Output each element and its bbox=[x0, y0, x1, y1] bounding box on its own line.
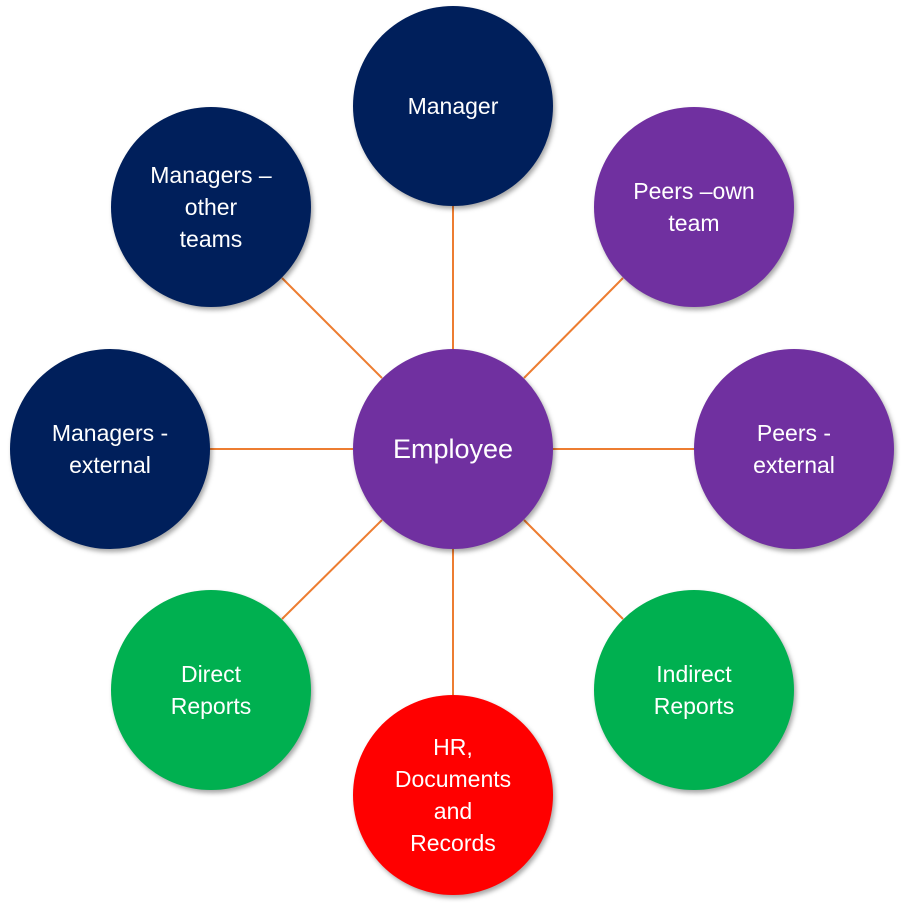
node-employee: Employee bbox=[353, 349, 553, 549]
connector-direct-reports bbox=[281, 519, 383, 620]
node-manager-label: Manager bbox=[407, 93, 499, 119]
node-peers-external-label: Peers - external bbox=[753, 420, 835, 478]
node-direct-reports-label: Direct Reports bbox=[170, 661, 252, 719]
node-direct-reports: Direct Reports bbox=[111, 590, 311, 790]
node-peers-own-team: Peers –own team bbox=[594, 107, 794, 307]
node-managers-external: Managers - external bbox=[10, 349, 210, 549]
connector-managers-other-teams bbox=[281, 277, 383, 379]
node-peers-own-team-label: Peers –own team bbox=[633, 178, 755, 236]
connector-indirect-reports bbox=[523, 519, 624, 620]
node-hr-documents-records-label: HR, Documents and Records bbox=[394, 734, 512, 856]
node-managers-external-label: Managers - external bbox=[51, 420, 169, 478]
node-peers-external: Peers - external bbox=[694, 349, 894, 549]
node-manager: Manager bbox=[353, 6, 553, 206]
node-indirect-reports: Indirect Reports bbox=[594, 590, 794, 790]
node-indirect-reports-label: Indirect Reports bbox=[653, 661, 735, 719]
connector-peers-own-team bbox=[523, 277, 624, 379]
node-hr-documents-records: HR, Documents and Records bbox=[353, 695, 553, 895]
node-employee-label: Employee bbox=[392, 434, 514, 464]
node-managers-other-teams: Managers – other teams bbox=[111, 107, 311, 307]
node-managers-other-teams-label: Managers – other teams bbox=[150, 162, 272, 252]
